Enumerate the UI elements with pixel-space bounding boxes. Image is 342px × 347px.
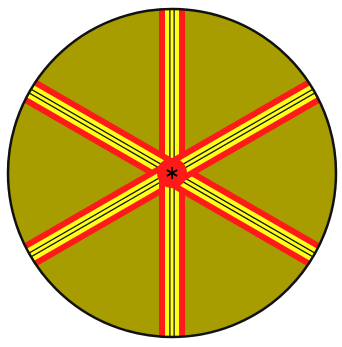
hub-group <box>157 158 187 188</box>
hub-center-dot <box>170 171 174 175</box>
